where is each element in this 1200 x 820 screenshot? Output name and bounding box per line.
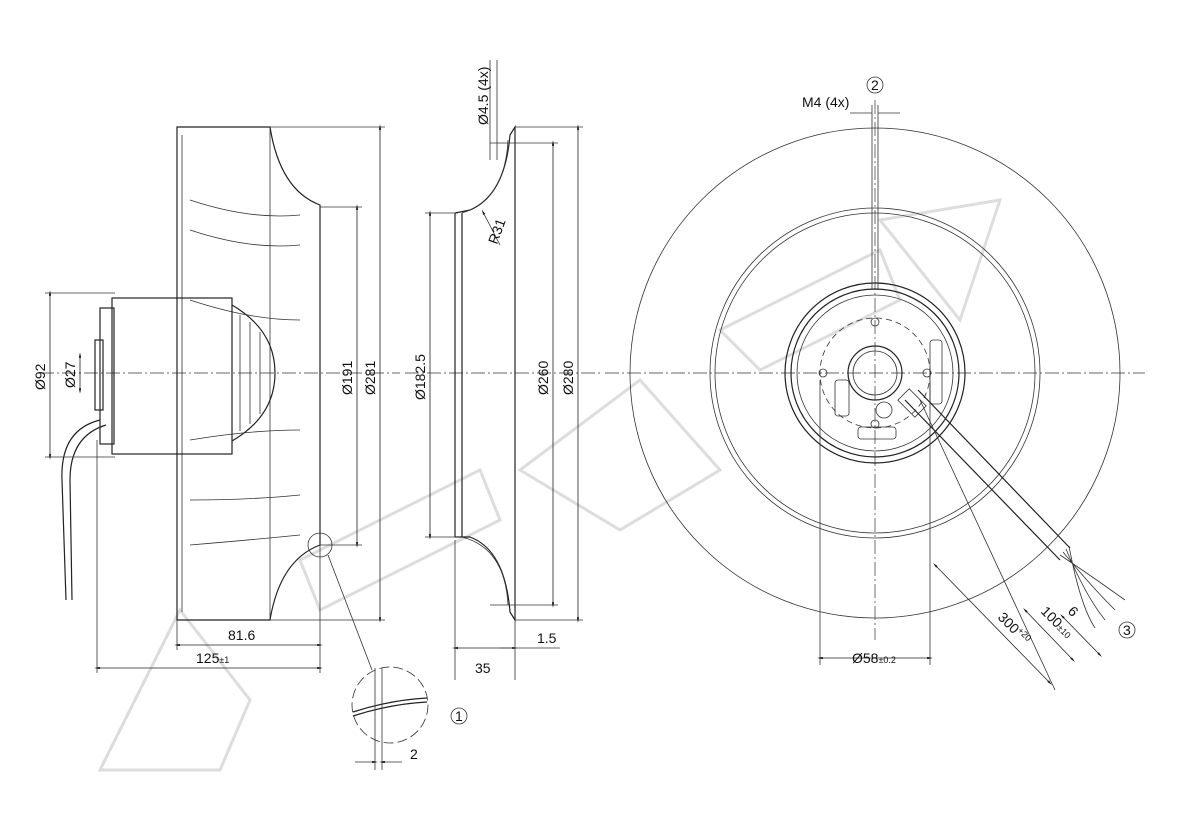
dim-cable-length: 300+20 (995, 609, 1034, 648)
marker-3: 3 (1123, 622, 1131, 638)
dim-nozzle-depth: 35 (475, 660, 491, 676)
dim-shaft-diameter: Ø27 (62, 361, 78, 388)
dim-nozzle-thickness: 1.5 (537, 630, 557, 646)
watermark (97, 198, 1003, 772)
dim-detail-thickness: 2 (410, 746, 418, 762)
dim-hole-diameter: Ø4.5 (4x) (475, 67, 491, 125)
dim-total-length: 125±1 (196, 650, 229, 666)
dim-radius: R31 (485, 216, 509, 246)
dim-wire-end: 6 (1065, 603, 1082, 620)
detail-marker-1: 1 (455, 708, 463, 724)
dim-outer-diameter: Ø281 (362, 361, 378, 395)
side-view (40, 124, 400, 673)
dim-wheel-length: 81.6 (228, 627, 255, 643)
dim-thread: M4 (4x) (802, 94, 849, 110)
marker-2: 2 (871, 77, 879, 93)
detail-view (351, 666, 468, 770)
dim-inlet-diameter: Ø191 (339, 361, 355, 395)
dim-nozzle-inner-diameter: Ø182.5 (412, 354, 428, 400)
front-view (605, 76, 1145, 691)
dim-motor-diameter: Ø92 (32, 363, 48, 390)
dim-hub-bolt-circle: Ø58±0.2 (852, 650, 896, 666)
inlet-nozzle-view (405, 60, 600, 680)
dim-bolt-circle: Ø260 (535, 361, 551, 395)
dim-nozzle-outer-diameter: Ø280 (560, 361, 576, 395)
